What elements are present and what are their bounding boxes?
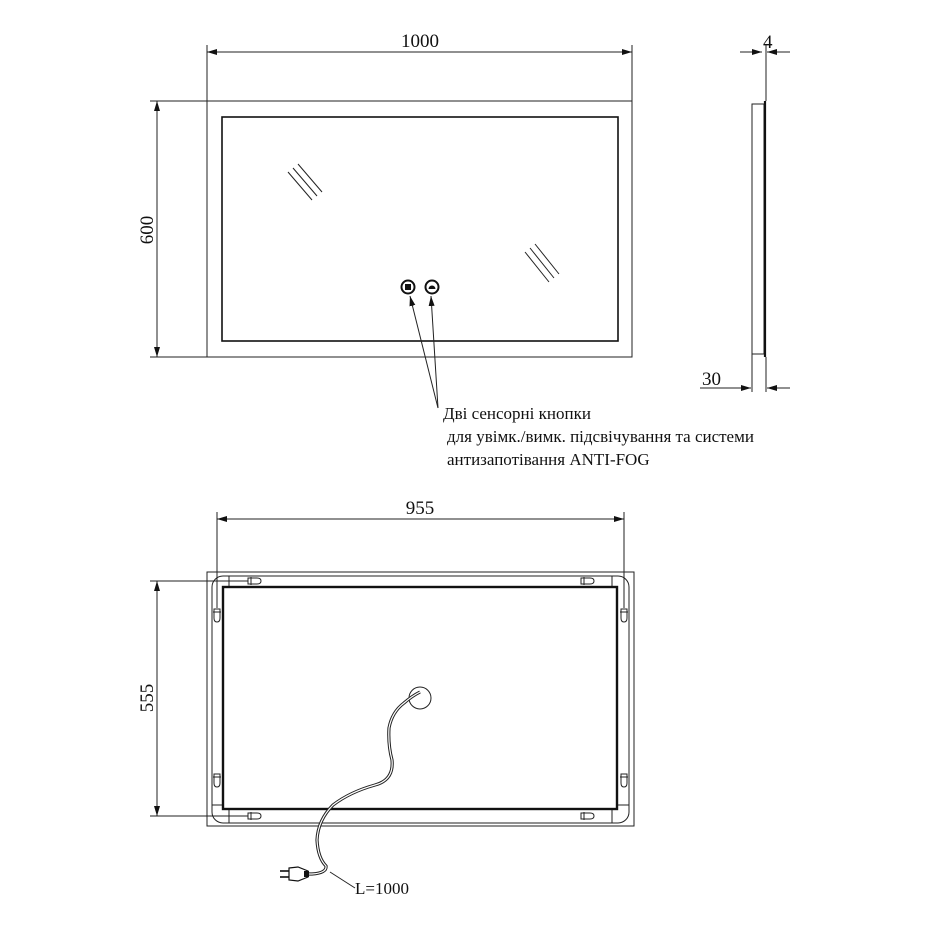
- mirror-led-area: [221, 116, 619, 342]
- back-outer-frame: [206, 571, 635, 827]
- glare-icon: [287, 163, 560, 283]
- power-plug-icon: [280, 866, 309, 882]
- back-view: 955 555 L=1000: [137, 498, 635, 898]
- depth-dimension: 30: [702, 369, 721, 390]
- side-view: 4 30: [700, 32, 790, 392]
- height-dimension: 600: [137, 216, 158, 245]
- mount-height-dimension: 555: [137, 684, 158, 713]
- buttons-note-line-3: антизапотівання ANTI-FOG: [447, 450, 650, 469]
- front-view: Дві сенсорні кнопки для увімк./вимк. під…: [137, 31, 754, 469]
- touch-button-light: [400, 279, 416, 295]
- back-rounded-frame: [211, 575, 630, 824]
- mounting-hook-icon: [212, 576, 629, 821]
- touch-button-antifog: [424, 279, 440, 295]
- cable-length-label: L=1000: [355, 879, 409, 898]
- buttons-note-line-1: Дві сенсорні кнопки: [443, 404, 591, 423]
- power-cable: [302, 690, 421, 876]
- glass-thickness-dimension: 4: [763, 32, 773, 53]
- width-dimension: 1000: [401, 31, 439, 52]
- back-panel: [221, 585, 619, 811]
- mirror-outer-frame: [206, 100, 633, 358]
- mount-width-dimension: 955: [406, 498, 435, 519]
- buttons-note-line-2: для увімк./вимк. підсвічування та систем…: [447, 427, 754, 446]
- mirror-body-profile: [751, 103, 765, 355]
